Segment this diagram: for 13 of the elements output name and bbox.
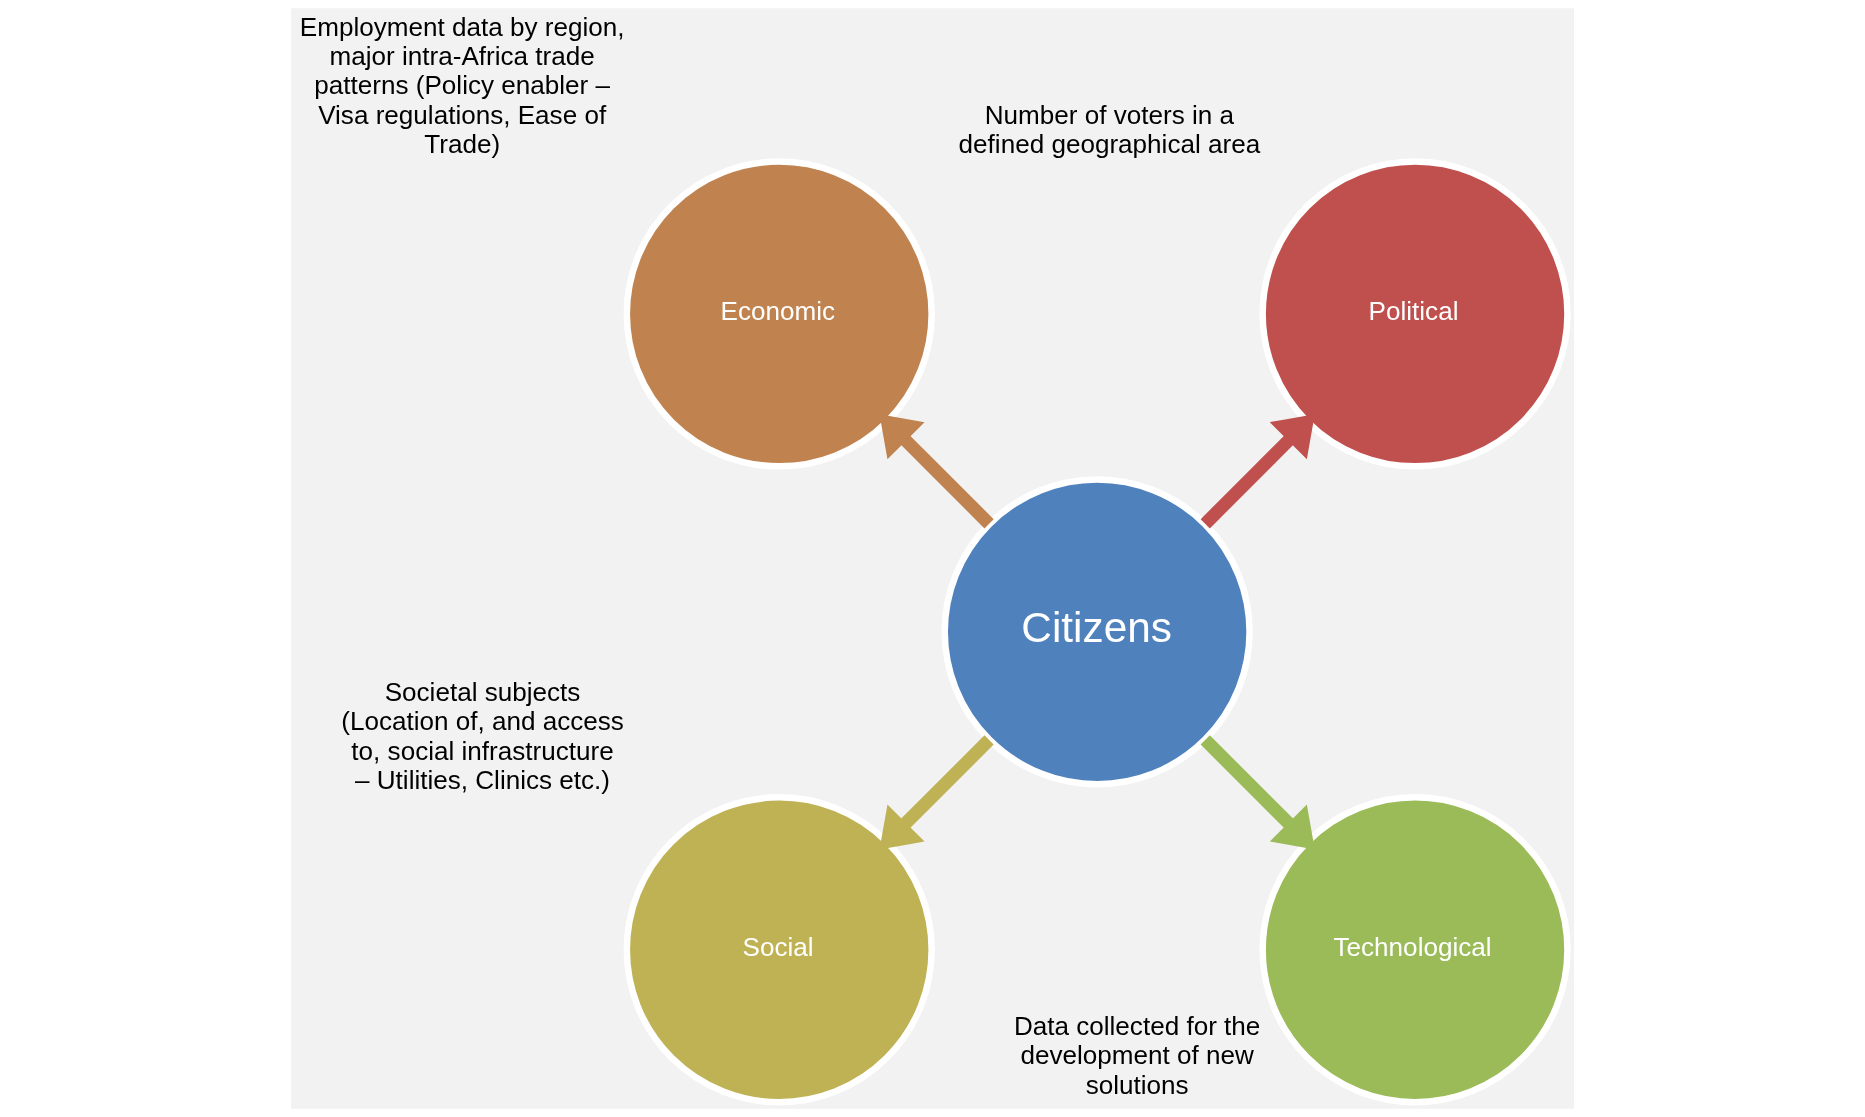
- node-label: Data collected for the development of new solutions: [1013, 1011, 1261, 1100]
- node-circle: Political: [1259, 158, 1571, 470]
- arrow: [1200, 735, 1315, 850]
- node-circle: Social: [623, 794, 935, 1106]
- node-circle: Citizens: [941, 476, 1253, 788]
- arrow: [879, 735, 994, 850]
- arrow: [879, 414, 994, 529]
- node-circle: Economic: [623, 158, 935, 470]
- node-label: Employment data by region, major intra-Africa trade patterns (Policy enabler – Visa regulations, Ease of Trade): [299, 11, 625, 160]
- node-circle: Technological: [1259, 794, 1571, 1106]
- arrow: [1200, 414, 1315, 529]
- node-label: Number of voters in a defined geographical area: [958, 99, 1261, 160]
- node-label: Societal subjects (Location of, and access to, social infrastructure – Utilities, Clinics etc.): [341, 676, 624, 795]
